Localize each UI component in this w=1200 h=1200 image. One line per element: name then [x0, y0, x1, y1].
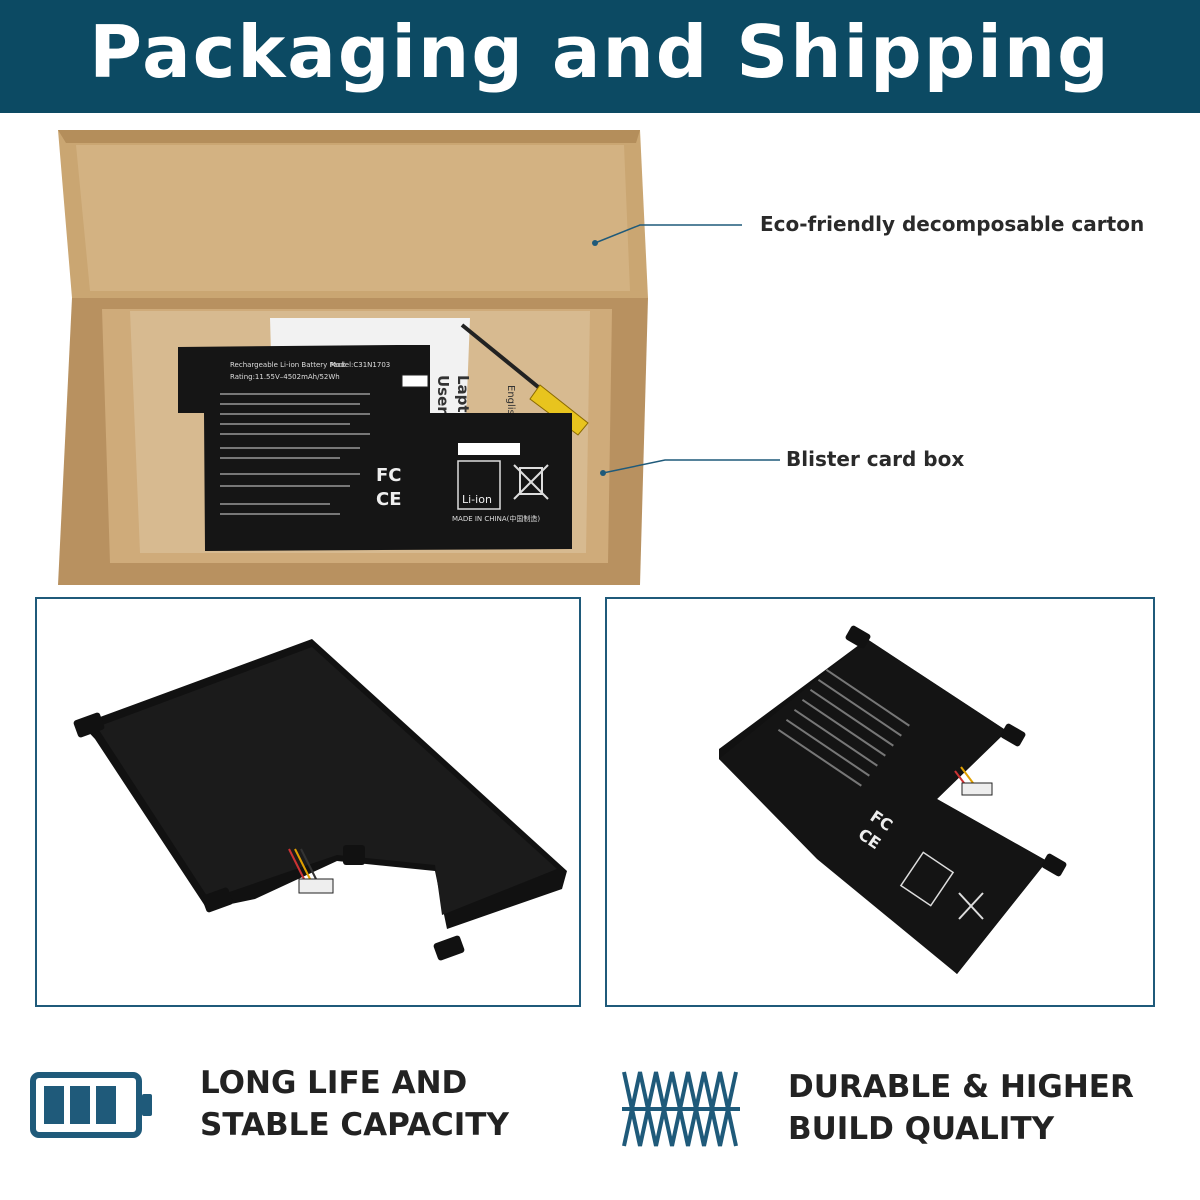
feature-durable-line1: DURABLE & HIGHER: [788, 1069, 1134, 1105]
recycle-mark-front: [899, 851, 955, 907]
feature-durable-line2: BUILD QUALITY: [788, 1111, 1055, 1147]
ce-mark: CE: [376, 489, 402, 510]
battery-model: Model:C31N1703: [330, 361, 390, 369]
fc-mark: FC: [376, 465, 402, 486]
battery-connector-front: [954, 766, 993, 796]
battery-connector: [288, 848, 334, 894]
serial-sticker: [458, 443, 520, 455]
made-in-china: MADE IN CHINA(中国制造): [452, 514, 540, 523]
feature-long-life-text: LONG LIFE AND STABLE CAPACITY: [200, 1062, 509, 1146]
feature-durable-text: DURABLE & HIGHER BUILD QUALITY: [788, 1066, 1134, 1150]
feature-long-life-line2: STABLE CAPACITY: [200, 1107, 509, 1143]
carton-illustration: Laptop Batt User Manu English Rechargeab…: [58, 130, 780, 585]
spring-icon: [622, 1071, 740, 1147]
battery-in-box: [178, 345, 572, 551]
battery-icon: [30, 1072, 152, 1138]
callout-carton: Eco-friendly decomposable carton: [760, 212, 1145, 236]
bin-icon-front: [958, 892, 984, 920]
battery-rating: Rating:11.55V–4502mAh/52Wh: [230, 373, 340, 381]
callout-blister: Blister card box: [786, 447, 965, 471]
battery-label-line1: Rechargeable Li-ion Battery Pack: [230, 361, 347, 369]
connector: [401, 374, 429, 388]
page-title: Packaging and Shipping: [89, 10, 1111, 94]
callout-line-carton: [594, 224, 742, 244]
screwdriver-handle: [529, 384, 589, 436]
packaging-photo: Laptop Batt User Manu English Rechargeab…: [0, 113, 1200, 593]
battery-back-panel: [35, 597, 581, 1007]
bin-icon: [513, 464, 549, 500]
li-ion-mark: Li-ion: [462, 493, 492, 506]
battery-back-illustration: [73, 639, 567, 961]
callout-line-blister: [602, 459, 780, 474]
header-banner: Packaging and Shipping: [0, 0, 1200, 113]
battery-front-illustration: FC CE: [719, 625, 1067, 974]
feature-long-life-line1: LONG LIFE AND: [200, 1065, 468, 1101]
recycle-mark: [457, 460, 501, 510]
manual-language: English: [505, 385, 516, 421]
screwdriver-shaft: [460, 323, 550, 397]
battery-front-panel: FC CE: [605, 597, 1155, 1007]
